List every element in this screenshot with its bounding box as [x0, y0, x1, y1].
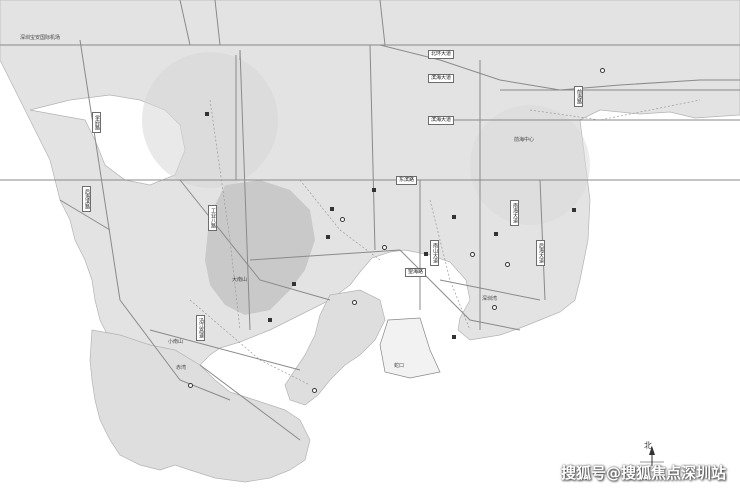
place-qianhai-center: 前海中心	[514, 137, 535, 143]
poi-marker	[494, 232, 498, 236]
road-label-dongbin: 东滨路	[396, 176, 418, 185]
metro-station	[188, 383, 193, 388]
metro-station	[352, 300, 357, 305]
poi-marker	[572, 208, 576, 212]
poi-marker	[372, 188, 376, 192]
metro-station	[470, 252, 475, 257]
poi-marker	[452, 215, 456, 219]
poi-marker	[292, 282, 296, 286]
mountain-shade	[205, 180, 315, 315]
road-label-binhai-2: 滨海大道	[428, 116, 455, 125]
road-label-xuefu: 学府路	[92, 112, 101, 133]
place-houhai-bay: 深圳湾	[482, 296, 498, 302]
place-xiaonanshan: 小南山	[168, 339, 184, 345]
metro-station	[340, 217, 345, 222]
road-label-nanshan: 南山大道	[430, 240, 439, 266]
land-south	[89, 329, 311, 483]
place-shekou: 蛇口	[394, 363, 405, 369]
road-label-qianhai: 前海路	[574, 86, 583, 107]
poi-marker	[424, 252, 428, 256]
poi-marker	[268, 318, 272, 322]
metro-station	[492, 305, 497, 310]
metro-lines	[189, 99, 701, 386]
road-label-shekou-ave: 工业八路	[208, 205, 217, 231]
metro-station	[600, 68, 605, 73]
metro-station	[505, 262, 510, 267]
place-airport: 深圳宝安国际机场	[20, 35, 61, 41]
road-label-yanjiang: 沿江高速	[196, 315, 205, 341]
area-circle-west	[142, 52, 278, 188]
road-label-houhai-bin: 后海滨路	[82, 186, 91, 212]
watermark: 搜狐号@搜狐焦点深圳站	[560, 464, 726, 482]
poi-marker	[326, 235, 330, 239]
road-label-nanhai: 南海大道	[510, 200, 519, 226]
poi-marker	[205, 112, 209, 116]
north-arrow	[640, 446, 664, 466]
place-chiwan: 赤湾	[176, 365, 187, 371]
north-label: 北	[644, 441, 652, 450]
road-label-binhai-1: 滨海大道	[428, 74, 455, 83]
road-label-houhai: 后海大道	[536, 240, 545, 266]
road-label-north-ring: 北环大道	[428, 50, 455, 59]
road-label-wanghai: 望海路	[405, 268, 427, 277]
land-shekou	[284, 289, 386, 406]
poi-marker	[330, 207, 334, 211]
metro-station	[382, 245, 387, 250]
area-circle-east	[470, 105, 590, 225]
pier	[379, 317, 441, 379]
place-mountain: 大南山	[232, 277, 248, 283]
poi-marker	[452, 335, 456, 339]
metro-station	[312, 388, 317, 393]
